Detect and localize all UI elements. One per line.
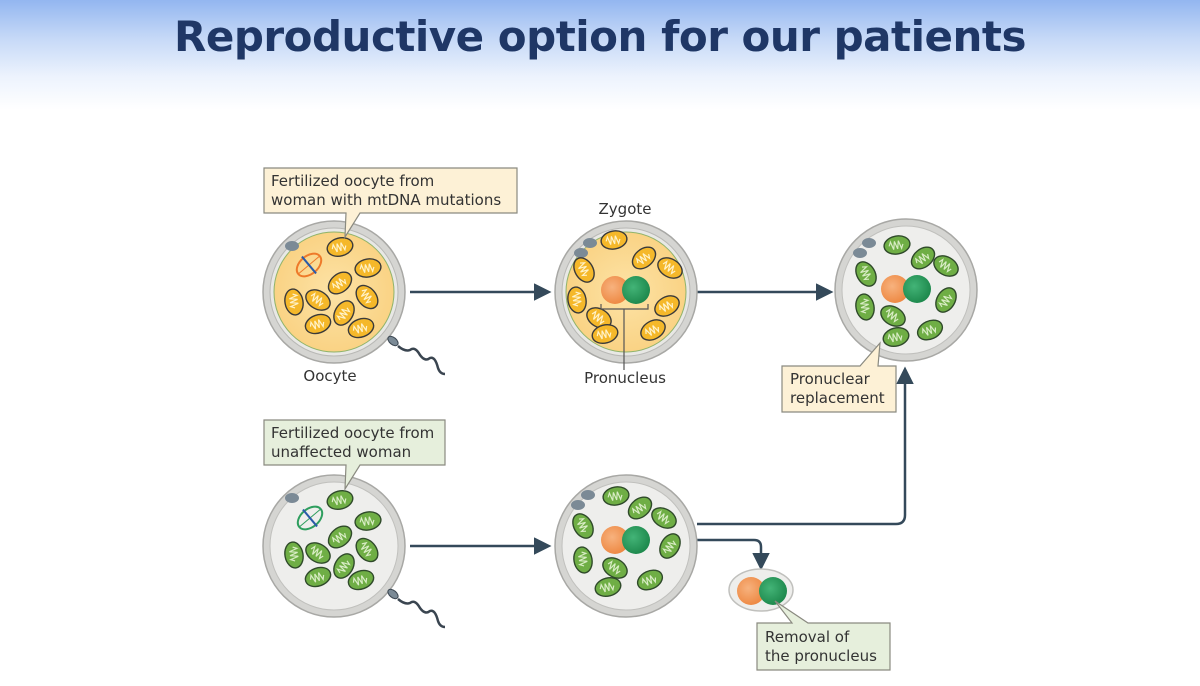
arrow-donor-to-replacement: [697, 366, 914, 526]
label-zygote: Zygote: [599, 200, 652, 218]
slide-header: [0, 0, 1200, 110]
removed-pronuclei: [728, 568, 794, 612]
arrow-removal: [637, 538, 770, 571]
spindle-icon: [295, 252, 323, 278]
callout-affected-line2: woman with mtDNA mutations: [271, 191, 501, 209]
label-oocyte: Oocyte: [303, 367, 356, 385]
callout-removal: Removal of the pronucleus: [756, 600, 891, 671]
spindle-icon: [296, 505, 324, 531]
callout-removal-line1: Removal of: [765, 628, 850, 646]
callout-unaffected-oocyte: Fertilized oocyte from unaffected woman: [263, 419, 446, 492]
callout-affected-oocyte: Fertilized oocyte from woman with mtDNA …: [263, 167, 518, 240]
callout-removal-line2: the pronucleus: [765, 647, 877, 665]
callout-replacement-line1: Pronuclear: [790, 370, 871, 388]
slide-title: Reproductive option for our patients: [174, 12, 1026, 61]
sperm-icon-top: [387, 335, 446, 376]
sperm-icon-bottom: [387, 588, 446, 629]
label-pronucleus: Pronucleus: [584, 369, 666, 387]
affected-oocyte-cell: [262, 220, 406, 364]
pronucleus-pointer: [600, 304, 649, 370]
callout-pronuclear-replacement: Pronuclear replacement: [781, 341, 897, 413]
paternal-pronucleus: [622, 276, 650, 304]
callout-affected-line1: Fertilized oocyte from: [271, 172, 434, 190]
callout-replacement-line2: replacement: [790, 389, 885, 407]
callout-unaffected-line2: unaffected woman: [271, 443, 411, 461]
unaffected-oocyte-cell: [262, 474, 406, 618]
maternal-pronucleus: [601, 276, 629, 304]
polar-body-icon: [285, 241, 299, 251]
reconstituted-zygote-cell: [834, 218, 978, 362]
zygote-cell: [554, 220, 698, 370]
callout-unaffected-line1: Fertilized oocyte from: [271, 424, 434, 442]
donor-zygote-cell: [554, 474, 698, 618]
